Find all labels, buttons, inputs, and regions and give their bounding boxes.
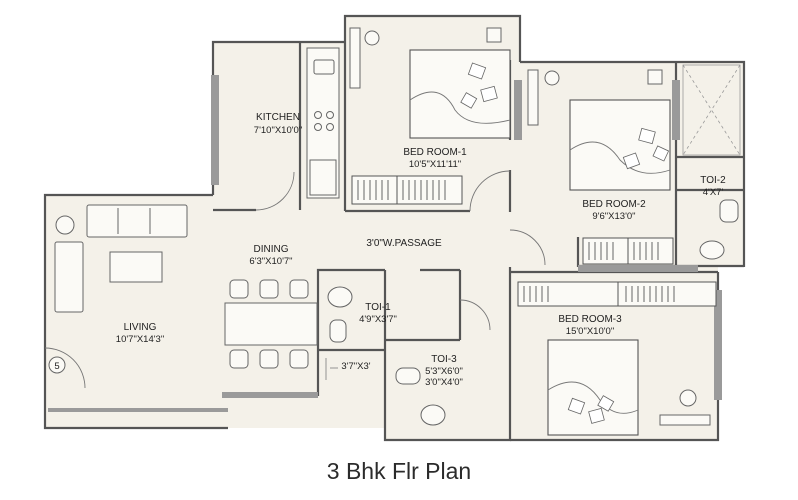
bed2-name: BED ROOM-2 bbox=[582, 199, 646, 210]
living-furniture bbox=[48, 204, 188, 374]
toi1-name: TOI-1 bbox=[365, 302, 391, 313]
balcony bbox=[682, 64, 741, 156]
toi3-dim-2: 3'0"X4'0" bbox=[425, 377, 463, 388]
utility-dim: 3'7"X3' bbox=[341, 361, 370, 372]
bed1-dim: 10'5"X11'11" bbox=[409, 159, 461, 170]
plan-caption: 3 Bhk Flr Plan bbox=[326, 458, 472, 484]
toi1-dim: 4'9"X3'7" bbox=[359, 314, 397, 325]
utility-marks bbox=[325, 358, 338, 380]
toi2-dim: 4'X7' bbox=[703, 187, 724, 198]
floor-plan: KITCHEN 7'10"X10'0" BED ROOM-1 10'5"X11'… bbox=[43, 14, 746, 442]
windows bbox=[48, 75, 722, 412]
room-labels: KITCHEN 7'10"X10'0" BED ROOM-1 10'5"X11'… bbox=[54, 112, 726, 388]
bed2-dim: 9'6"X13'0" bbox=[592, 211, 635, 222]
dining-set bbox=[224, 279, 318, 369]
kitchen-fixtures bbox=[306, 47, 340, 199]
dining-name: DINING bbox=[254, 244, 289, 255]
toi3-name: TOI-3 bbox=[431, 354, 457, 365]
beds bbox=[409, 49, 671, 436]
wardrobe-hangers bbox=[357, 180, 675, 302]
pillows bbox=[460, 62, 670, 424]
bathroom-fixtures bbox=[327, 199, 739, 426]
living-name: LIVING bbox=[124, 322, 157, 333]
toi2-name: TOI-2 bbox=[700, 175, 726, 186]
doors bbox=[44, 170, 546, 389]
passage-label: 3'0"W.PASSAGE bbox=[366, 238, 442, 249]
walls bbox=[43, 14, 746, 442]
bed3-dim: 15'0"X10'0" bbox=[566, 326, 614, 337]
living-dim: 10'7"X14'3" bbox=[116, 334, 164, 345]
kitchen-name: KITCHEN bbox=[256, 112, 300, 123]
bed-covers bbox=[409, 91, 671, 414]
bed-3 bbox=[547, 339, 639, 436]
bed1-name: BED ROOM-1 bbox=[403, 147, 467, 158]
bed-2 bbox=[569, 99, 671, 191]
desks bbox=[349, 27, 711, 426]
toi3-dim-1: 5'3"X6'0" bbox=[425, 366, 463, 377]
marker-number: 5 bbox=[54, 361, 59, 372]
dining-dim: 6'3"X10'7" bbox=[249, 256, 292, 267]
wardrobes bbox=[351, 175, 717, 307]
bed3-name: BED ROOM-3 bbox=[558, 314, 622, 325]
kitchen-dim: 7'10"X10'0" bbox=[254, 125, 302, 136]
